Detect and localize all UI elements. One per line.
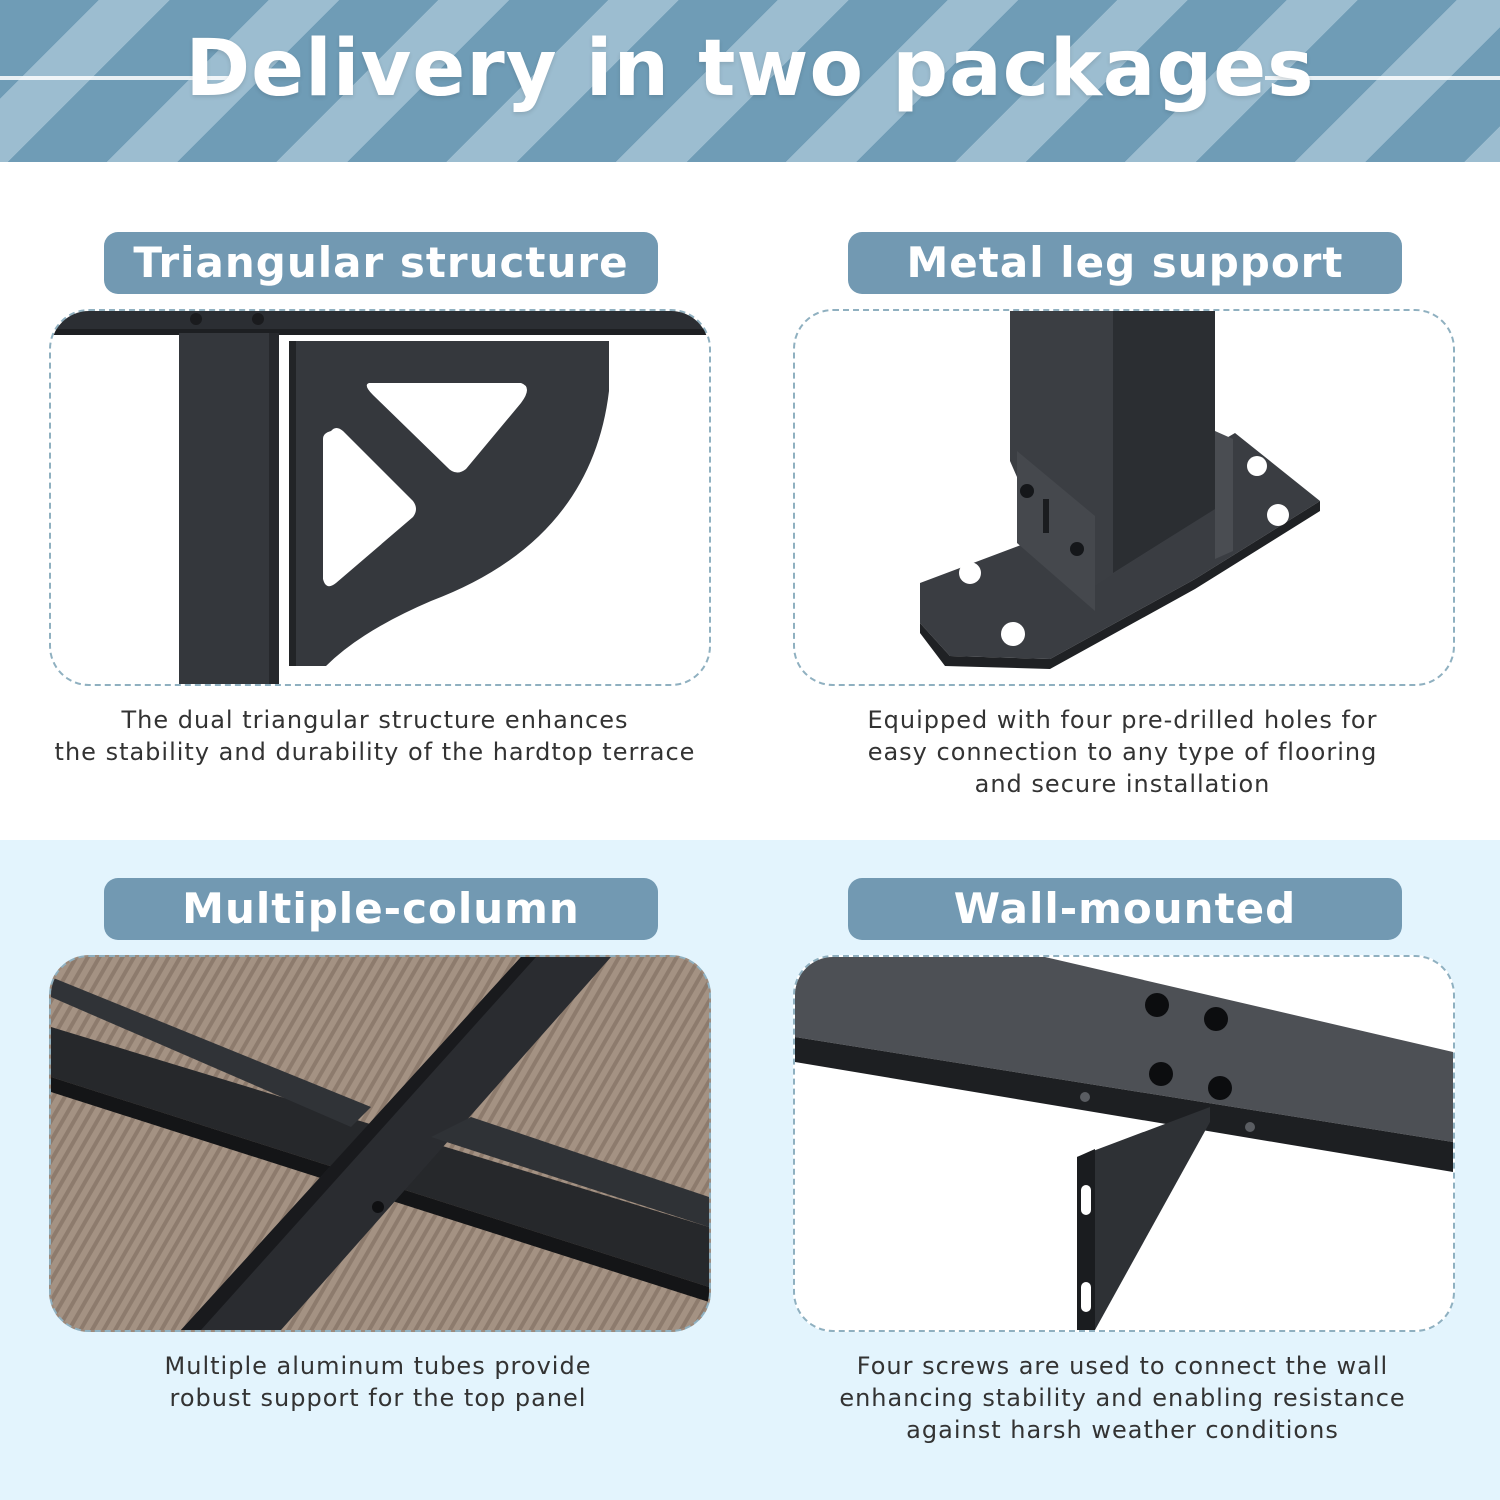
label-metal-leg-support: Metal leg support [848,232,1402,294]
label-multiple-column-support: Multiple-column support [104,878,658,995]
caption-line: enhancing stability and enabling resista… [839,1384,1406,1412]
caption-line: The dual triangular structure enhances [121,706,629,734]
header-line-left [0,76,230,80]
caption-metal-leg-support: Equipped with four pre-drilled holes for… [800,704,1445,800]
image-multiple-column-support [49,955,711,1332]
caption-line: the stability and durability of the hard… [54,738,696,766]
caption-line: and secure installation [974,770,1271,798]
caption-line: against harsh weather conditions [906,1416,1339,1444]
wall-bracket-illustration [795,957,1453,1330]
caption-line: easy connection to any type of flooring [867,738,1378,766]
triangular-bracket-illustration [51,311,709,684]
label-triangular-structure: Triangular structure [104,232,658,294]
caption-line: robust support for the top panel [169,1384,587,1412]
image-triangular-structure [49,309,711,686]
caption-triangular-structure: The dual triangular structure enhances t… [40,704,710,768]
caption-line: Multiple aluminum tubes provide [164,1352,592,1380]
leg-base-plate-illustration [920,311,1320,669]
image-metal-leg-support [793,309,1455,686]
header-banner: Delivery in two packages [0,0,1500,162]
header-line-right [1265,76,1500,80]
roof-frame-illustration [51,957,709,1330]
caption-multiple-column-support: Multiple aluminum tubes provide robust s… [60,1350,696,1414]
page-title: Delivery in two packages [185,24,1315,114]
caption-line: Four screws are used to connect the wall [856,1352,1389,1380]
caption-wall-mounted: Four screws are used to connect the wall… [800,1350,1445,1446]
label-wall-mounted: Wall-mounted [848,878,1402,940]
caption-line: Equipped with four pre-drilled holes for [867,706,1378,734]
image-wall-mounted [793,955,1455,1332]
